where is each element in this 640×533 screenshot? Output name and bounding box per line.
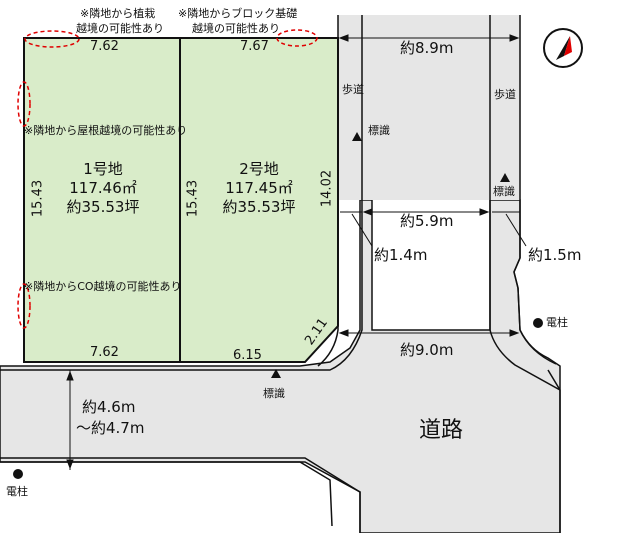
roof-encroach-note: ※隣地から屋根越境の可能性あり	[24, 124, 188, 137]
marker-label-upper: 標識	[368, 124, 390, 137]
utility-pole-icon	[533, 318, 543, 328]
lot-divider-dimension: 15.43	[185, 179, 201, 218]
triangle-marker-icon	[271, 369, 281, 378]
left-sidewalk-width: 約1.4m	[374, 246, 428, 264]
lot-1-label: 1号地 117.46㎡ 約35.53坪	[48, 160, 158, 216]
lower-road-edge	[0, 461, 333, 527]
co-encroach-mark	[17, 283, 31, 329]
left-sidewalk-leader	[351, 213, 373, 247]
arrowhead	[362, 208, 373, 216]
right-road-edge	[547, 369, 561, 533]
block-encroach-note-line1: ※隣地からブロック基礎	[178, 7, 298, 20]
lot-2-parcel	[179, 37, 339, 363]
lot-1-name: 1号地	[83, 160, 123, 178]
triangle-marker-icon	[500, 173, 510, 182]
lower-road-width: 約9.0m	[400, 341, 454, 359]
upper-road-width: 約8.9m	[400, 39, 454, 57]
lot-1-top-dimension: 7.62	[90, 39, 119, 54]
marker-label-front: 標識	[263, 387, 285, 400]
front-road-width-line1: 約4.6m	[82, 398, 136, 416]
block-encroach-note-line2: 越境の可能性あり	[192, 22, 280, 35]
marker-label-right: 標識	[493, 185, 515, 198]
carriageway-width: 約5.9m	[400, 212, 454, 230]
dimension-lines	[66, 34, 527, 470]
road-edge-left	[317, 15, 339, 367]
sidewalk-edge-right-inner	[489, 15, 561, 391]
encroachment-marks	[17, 29, 318, 329]
sidewalk-right-label: 歩道	[494, 88, 516, 101]
arrowhead	[66, 370, 74, 381]
arrowhead	[66, 459, 74, 470]
lot-1-left-dimension: 15.43	[30, 179, 46, 218]
front-road-width-line2: ～約4.7m	[76, 419, 145, 437]
plant-encroach-mark	[24, 30, 80, 48]
pole-label-left: 電柱	[6, 485, 28, 498]
pole-label-right: 電柱	[546, 316, 568, 329]
roof-encroach-mark	[17, 81, 31, 127]
utility-pole-icon	[13, 469, 23, 479]
lot-1-tsubo: 約35.53坪	[66, 197, 140, 216]
road-label: 道路	[419, 418, 464, 443]
lower-road-edge-2	[0, 457, 361, 533]
lot-2-tsubo: 約35.53坪	[222, 197, 296, 216]
upper-road	[338, 15, 520, 200]
lot-2-bottom-dimension: 6.15	[233, 348, 262, 363]
arrowhead	[338, 34, 349, 42]
arrowhead	[479, 208, 490, 216]
right-sidewalk-width: 約1.5m	[528, 246, 582, 264]
lot-2-right-dimension: 14.02	[319, 169, 335, 208]
north-arrow-icon	[543, 28, 583, 68]
sidewalk-edge-right-outer	[513, 15, 557, 365]
arrowhead	[509, 34, 520, 42]
lot-2-top-dimension: 7.67	[240, 39, 269, 54]
lot-1-bottom-dimension: 7.62	[90, 345, 119, 360]
right-sidewalk-leader	[505, 213, 527, 247]
plant-encroach-note-line2: 越境の可能性あり	[76, 22, 164, 35]
sidewalk-edge-left	[0, 15, 363, 371]
plant-encroach-note-line1: ※隣地から植栽	[80, 7, 156, 20]
lot-1-area: 117.46㎡	[69, 178, 137, 197]
block-encroach-mark	[276, 29, 318, 47]
sidewalk-left-label: 歩道	[342, 83, 364, 96]
arrowhead	[509, 329, 520, 337]
co-encroach-note: ※隣地からCO越境の可能性あり	[24, 280, 182, 293]
arrowhead	[338, 329, 349, 337]
lot-2-name: 2号地	[239, 160, 279, 178]
lot-2-area: 117.45㎡	[225, 178, 293, 197]
lot-2-label: 2号地 117.45㎡ 約35.53坪	[204, 160, 314, 216]
triangle-marker-icon	[352, 132, 362, 141]
